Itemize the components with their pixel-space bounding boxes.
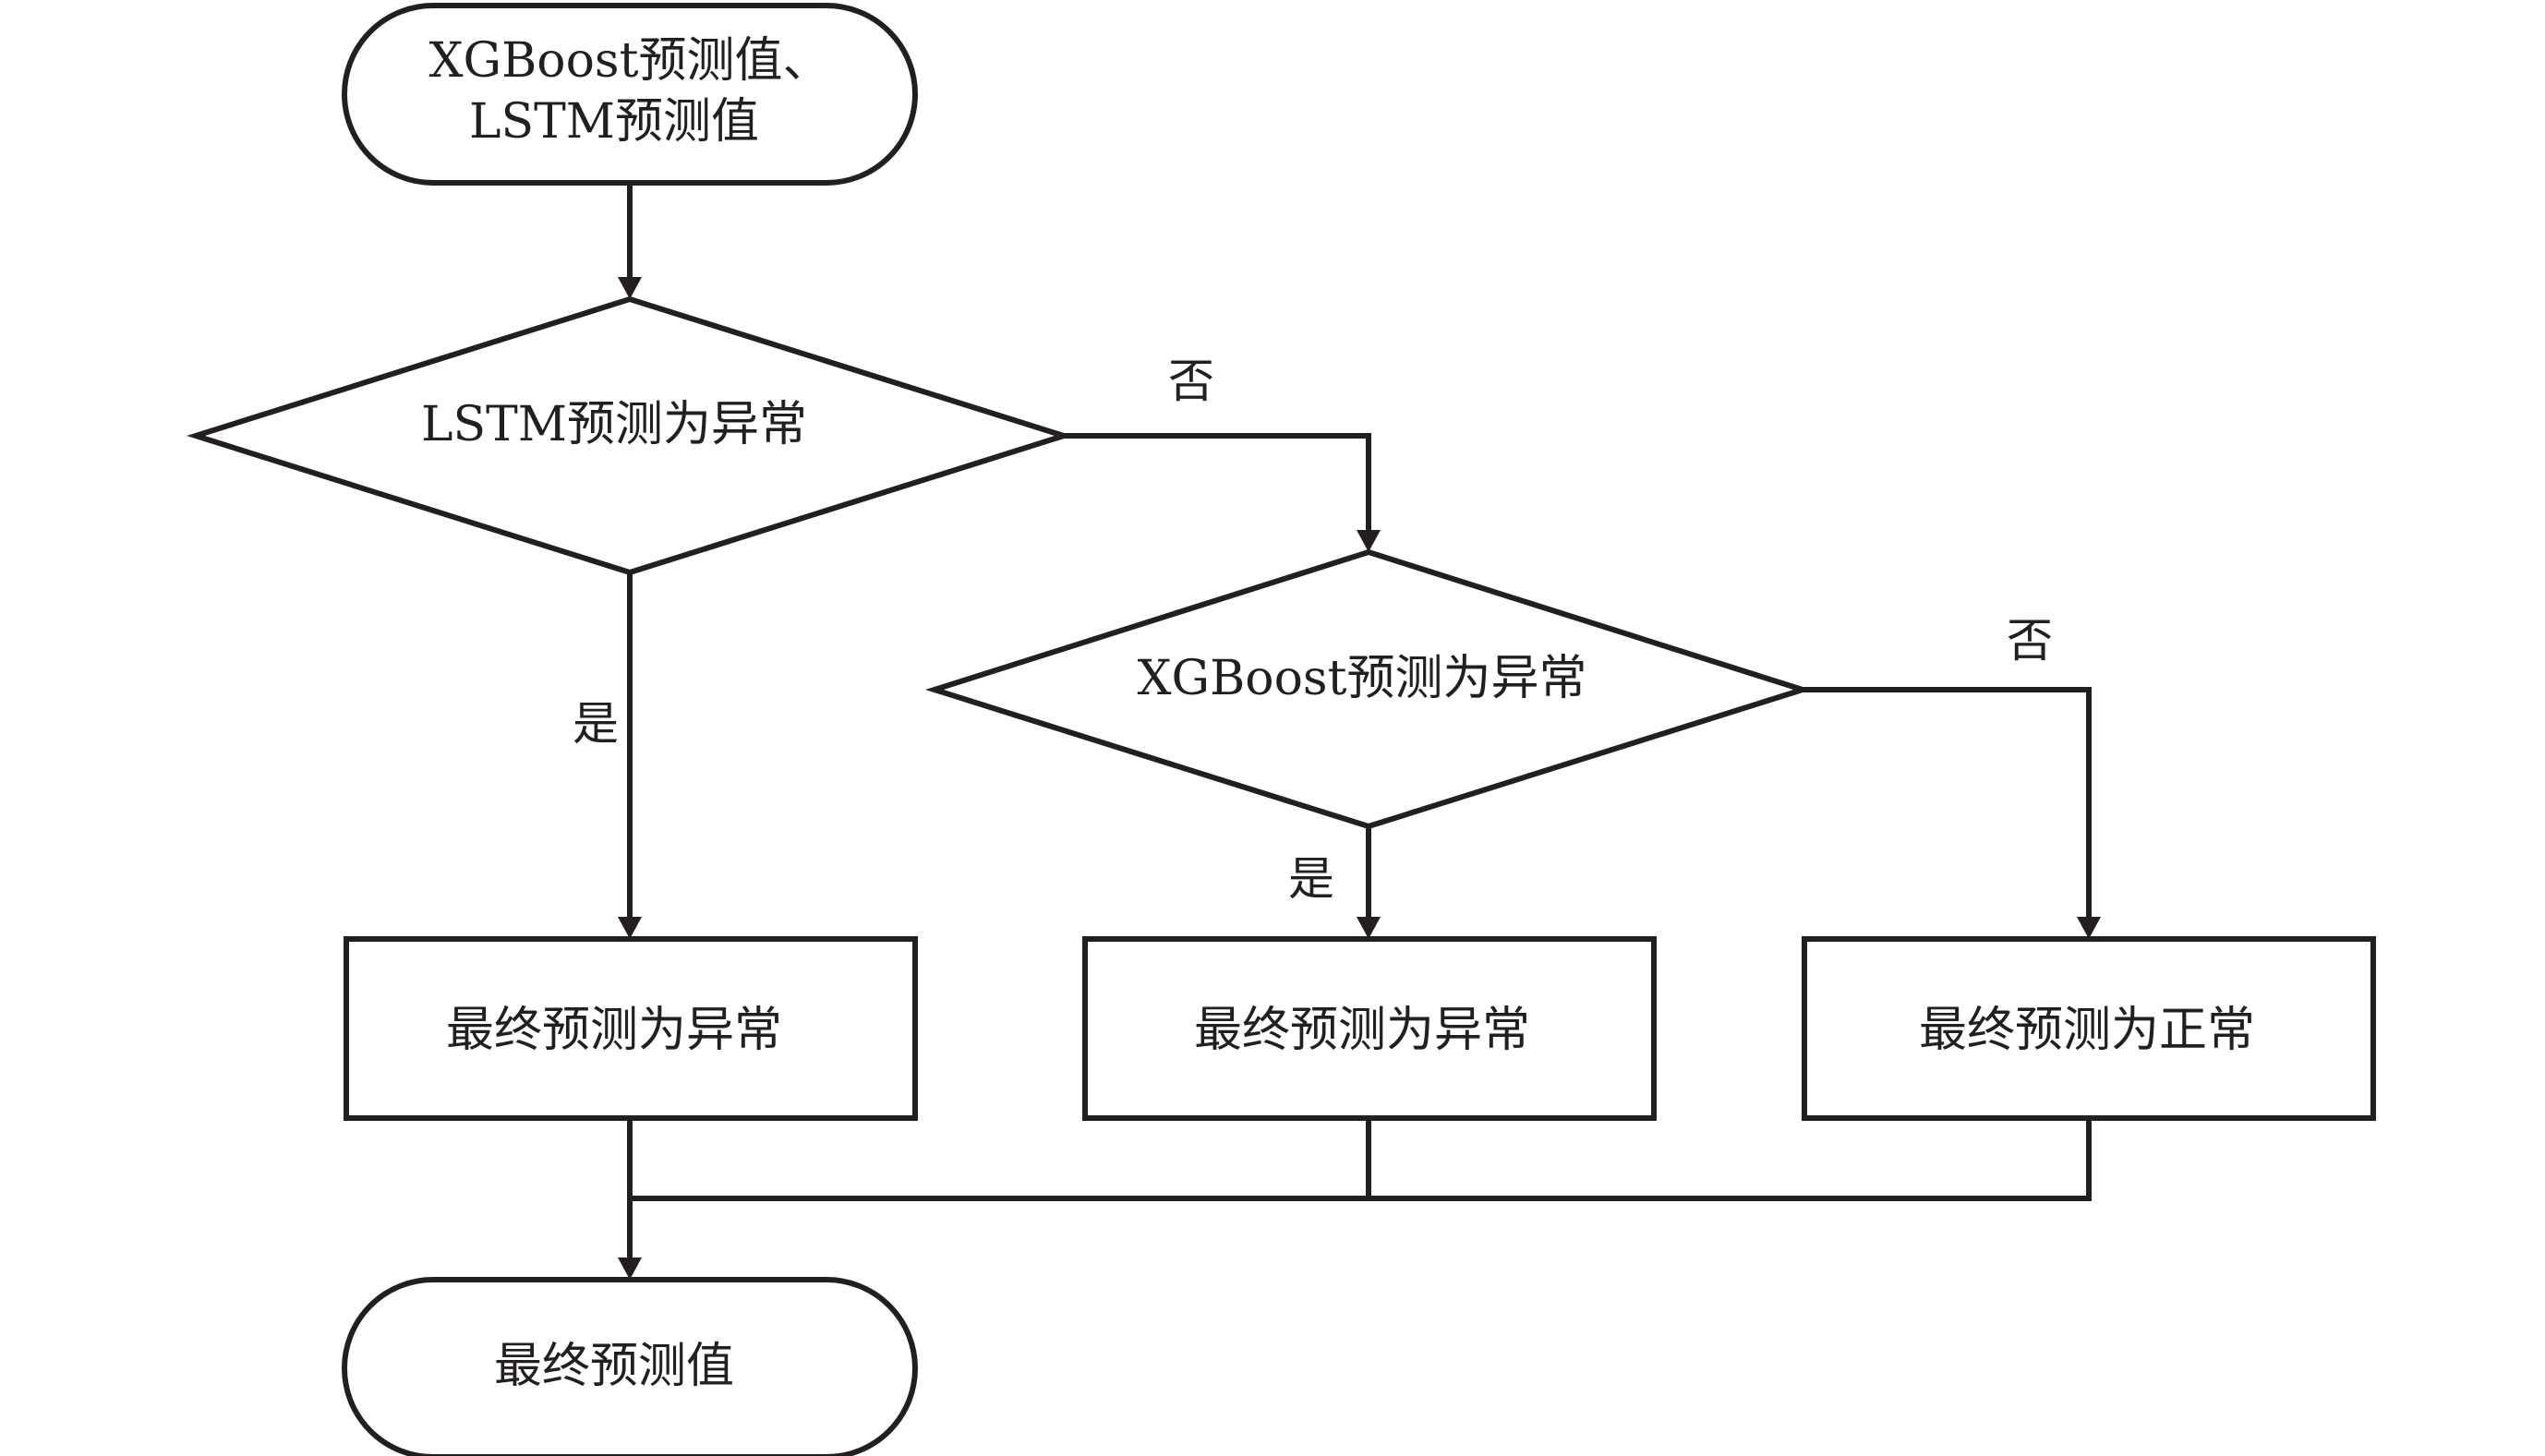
edge-lstm-no	[1064, 433, 1381, 552]
edge-lstm-yes	[618, 572, 642, 939]
edge-xgboost-no	[1803, 687, 2101, 939]
result-box-2: 最终预测为异常	[1082, 936, 1657, 1121]
end-terminal: 最终预测值	[342, 1277, 918, 1456]
lstm-decision-label: LSTM预测为异常	[421, 397, 807, 452]
xgboost-decision: XGBoost预测为异常	[925, 548, 1812, 830]
start-terminal: XGBoost预测值、 LSTM预测值	[342, 3, 918, 186]
end-terminal-label: 最终预测值	[494, 1339, 734, 1394]
result-box-1-label: 最终预测为异常	[446, 1003, 782, 1058]
lstm-yes-label: 是	[573, 697, 619, 751]
edge-xgboost-yes	[1357, 826, 1381, 939]
xgboost-decision-label: XGBoost预测为异常	[1138, 651, 1587, 706]
result-box-3-label: 最终预测为正常	[1919, 1003, 2255, 1058]
result-box-2-label: 最终预测为异常	[1194, 1003, 1530, 1058]
edge-merge	[618, 1118, 2092, 1280]
result-box-3: 最终预测为正常	[1802, 936, 2376, 1121]
start-terminal-line-1: XGBoost预测值、	[429, 33, 831, 89]
edge-start-to-lstm-decision	[618, 183, 642, 299]
lstm-no-label: 否	[1168, 355, 1214, 408]
result-box-1: 最终预测为异常	[344, 936, 918, 1121]
lstm-decision: LSTM预测为异常	[187, 295, 1073, 576]
start-terminal-line-2: LSTM预测值	[469, 94, 759, 150]
xgboost-yes-label: 是	[1288, 852, 1334, 906]
xgboost-no-label: 否	[2007, 614, 2053, 668]
